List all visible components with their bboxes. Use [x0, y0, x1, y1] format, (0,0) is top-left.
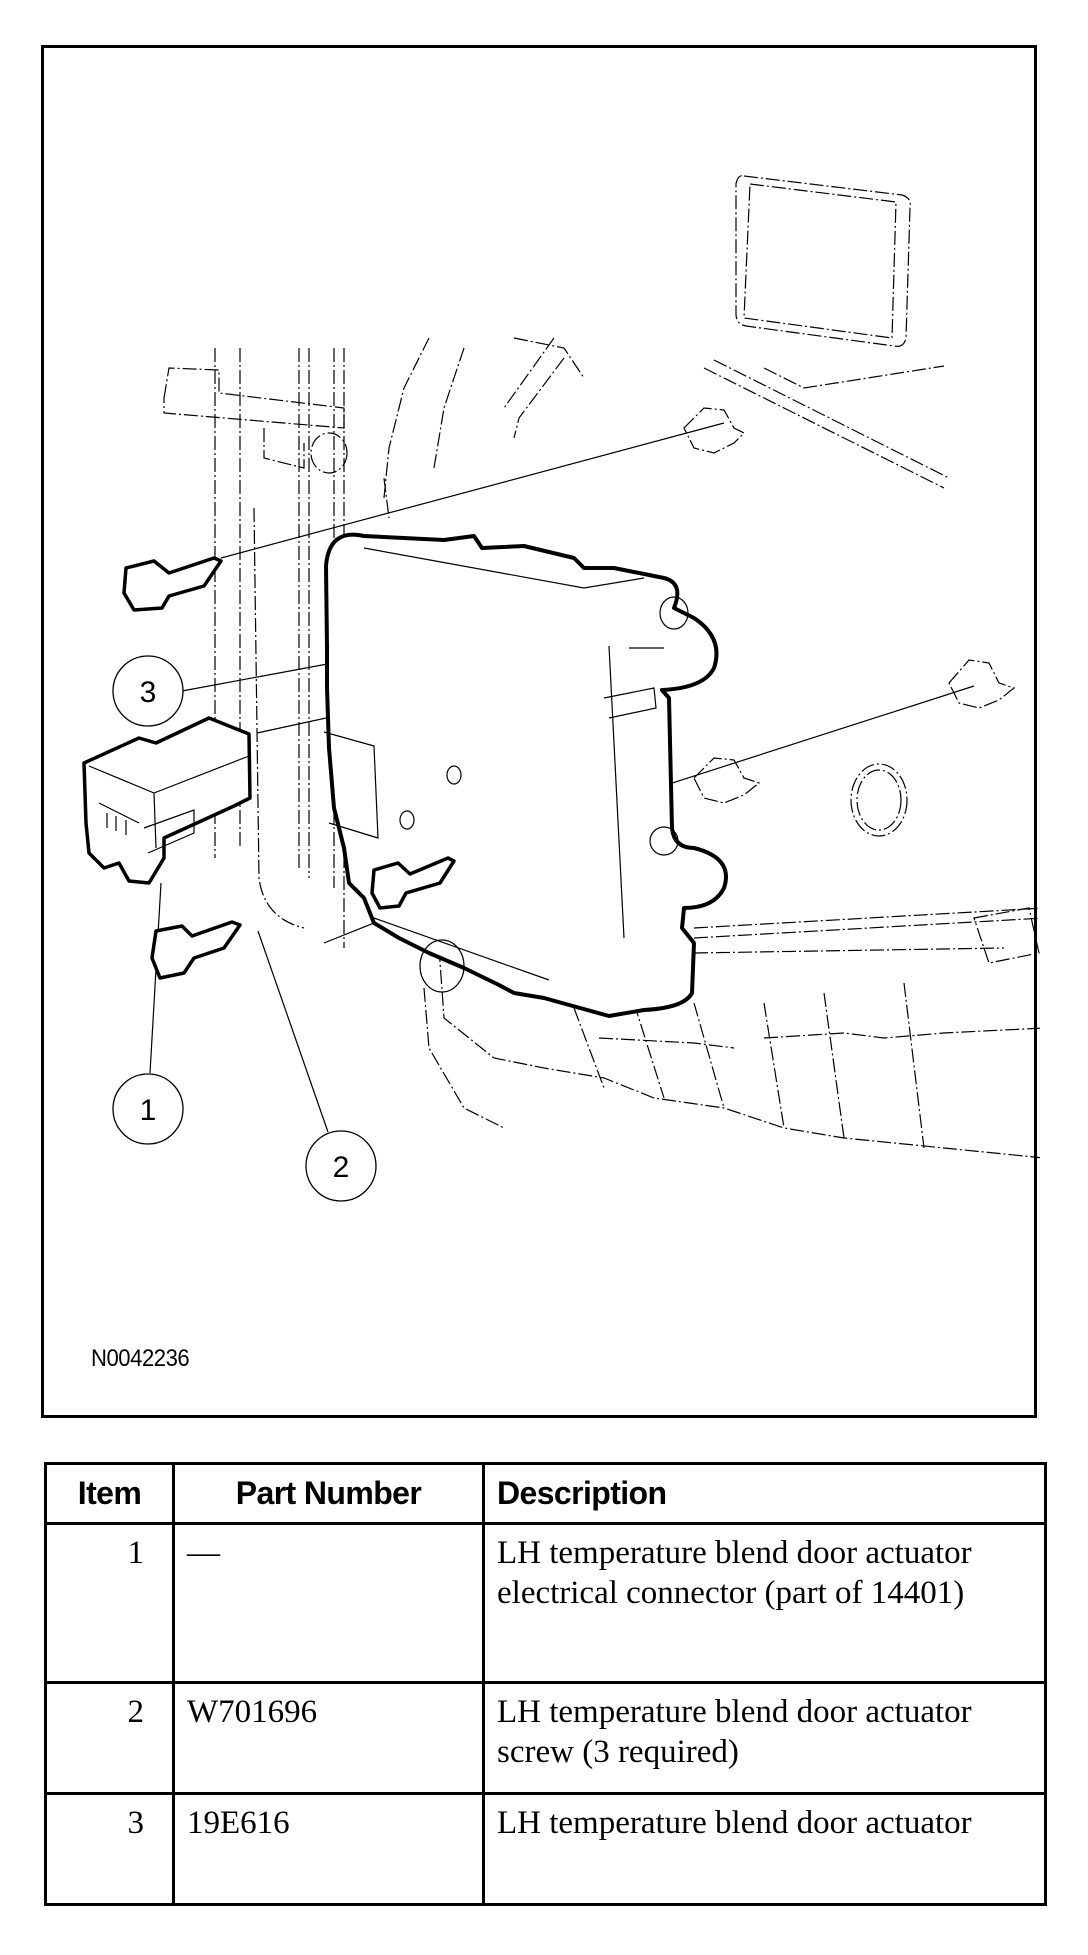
table-row: 3 19E616 LH temperature blend door actua…: [44, 1792, 1047, 1906]
cell-description: LH temperature blend door actuator elect…: [482, 1522, 1047, 1684]
figure-id: N0042236: [91, 1345, 190, 1372]
callout-2-label: 2: [333, 1151, 350, 1184]
callout-2: [305, 1130, 377, 1202]
table-row: 2 W701696 LH temperature blend door actu…: [44, 1681, 1047, 1795]
cell-item: 1: [44, 1522, 175, 1684]
cell-part-number: 19E616: [172, 1792, 485, 1906]
exploded-view-illustration: 3 1 2: [82, 175, 1040, 1202]
cell-part-number: —: [172, 1522, 485, 1684]
callout-1-label: 1: [140, 1094, 157, 1127]
header-part-number: Part Number: [172, 1462, 485, 1525]
cell-description: LH temperature blend door actuator screw…: [482, 1681, 1047, 1795]
parts-table: Item Part Number Description 1 — LH temp…: [44, 1462, 1047, 1906]
cell-item: 2: [44, 1681, 175, 1795]
cell-part-number: W701696: [172, 1681, 485, 1795]
header-item: Item: [44, 1462, 175, 1525]
callout-1: [112, 1073, 184, 1145]
figure-frame: 3 1 2 N0042236: [41, 45, 1040, 1418]
callout-3: [112, 655, 184, 727]
cell-item: 3: [44, 1792, 175, 1906]
callout-3-label: 3: [140, 676, 157, 709]
table-row: 1 — LH temperature blend door actuator e…: [44, 1522, 1047, 1684]
header-description: Description: [482, 1462, 1047, 1525]
cell-description: LH temperature blend door actuator: [482, 1792, 1047, 1906]
table-header-row: Item Part Number Description: [44, 1462, 1047, 1525]
